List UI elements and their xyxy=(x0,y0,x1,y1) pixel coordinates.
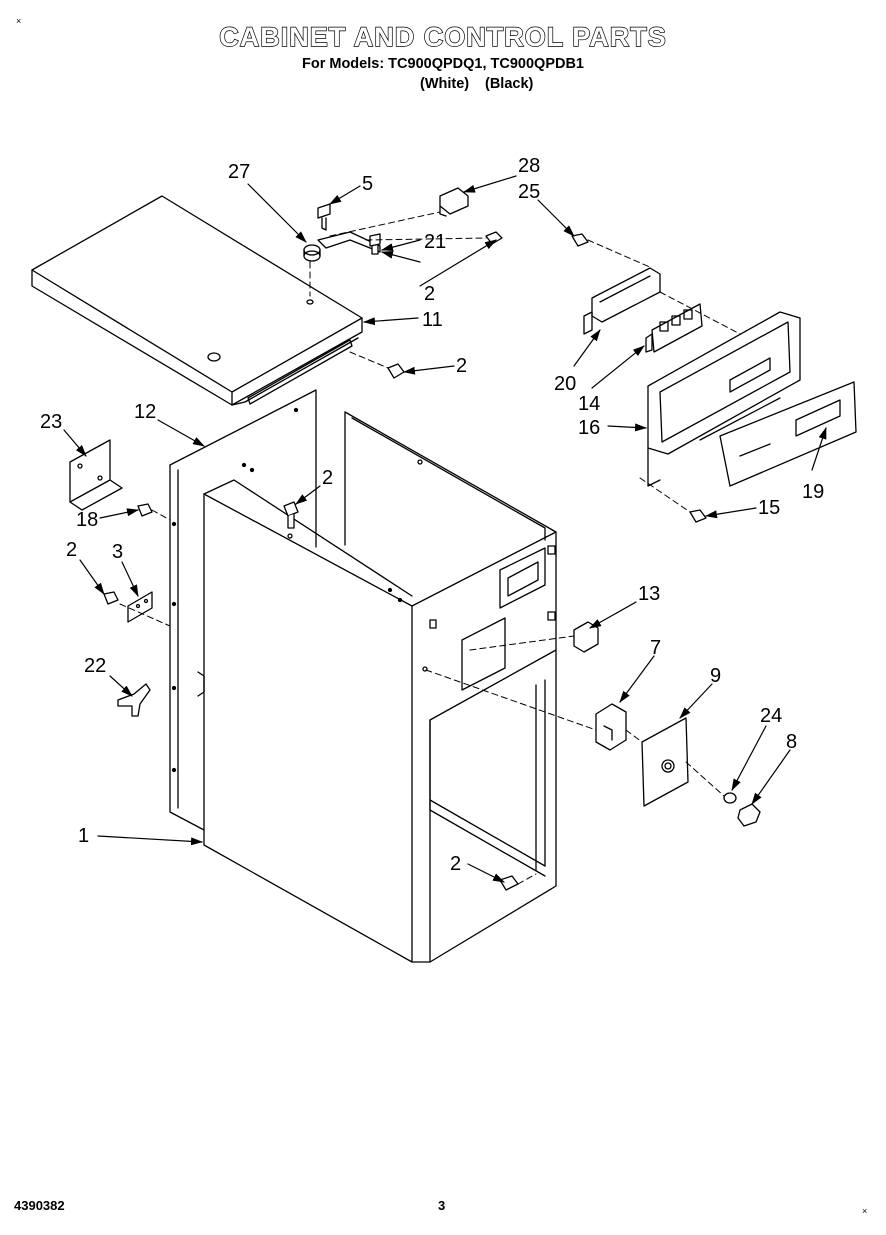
document-number: 4390382 xyxy=(14,1198,65,1213)
callout-5: 5 xyxy=(362,173,373,195)
plug-27-part xyxy=(303,244,321,262)
clip-22-part xyxy=(117,683,151,717)
hinge-28-part xyxy=(439,187,469,217)
callout-2d: 2 xyxy=(66,539,77,561)
callout-19: 19 xyxy=(802,481,824,503)
console-16-part xyxy=(647,311,801,487)
callout-15: 15 xyxy=(758,497,780,519)
callout-2b: 2 xyxy=(456,355,467,377)
callout-22: 22 xyxy=(84,655,106,677)
back-panel-part xyxy=(169,389,317,831)
callout-1: 1 xyxy=(78,825,89,847)
callout-13: 13 xyxy=(638,583,660,605)
callout-2c: 2 xyxy=(322,467,333,489)
screws xyxy=(103,203,707,891)
callout-23: 23 xyxy=(40,411,62,433)
bracket-23-part xyxy=(69,439,123,511)
callout-8: 8 xyxy=(786,731,797,753)
page-number: 3 xyxy=(438,1198,446,1213)
callout-16: 16 xyxy=(578,417,600,439)
callout-24: 24 xyxy=(760,705,782,727)
color-black-label: (Black) xyxy=(485,76,534,92)
callout-28: 28 xyxy=(518,155,540,177)
top-lid-part xyxy=(31,195,363,406)
callout-25: 25 xyxy=(518,181,540,203)
model-subtitle: For Models: TC900QPDQ1, TC900QPDB1 xyxy=(301,56,584,72)
page-title: CABINET AND CONTROL PARTS xyxy=(219,21,667,52)
cabinet-body-part xyxy=(203,411,557,963)
washer-24-part xyxy=(723,792,737,804)
plate-9-part xyxy=(641,717,689,807)
corner-mark-bottom: × xyxy=(862,1206,868,1216)
bracket-20-part xyxy=(583,267,661,335)
leader-arrows xyxy=(63,175,827,883)
callout-labels: 27 5 28 25 21 2 11 2 20 14 16 19 15 23 1… xyxy=(40,155,824,875)
color-white-label: (White) xyxy=(420,76,470,92)
callout-21: 21 xyxy=(424,231,446,253)
callout-11: 11 xyxy=(422,309,443,331)
switch-13-part xyxy=(573,621,599,653)
knob-8-part xyxy=(737,803,761,827)
callout-12: 12 xyxy=(134,401,156,423)
callout-20: 20 xyxy=(554,373,576,395)
callout-2a: 2 xyxy=(424,283,435,305)
callout-3: 3 xyxy=(112,541,123,563)
corner-mark-top: × xyxy=(16,16,22,26)
callout-18: 18 xyxy=(76,509,98,531)
callout-9: 9 xyxy=(710,665,721,687)
callout-7: 7 xyxy=(650,637,661,659)
callout-2e: 2 xyxy=(450,853,461,875)
assembly-lines xyxy=(119,211,741,885)
overlay-19-part xyxy=(719,381,857,487)
callout-27: 27 xyxy=(228,161,250,183)
timer-7-part xyxy=(595,703,627,751)
callout-14: 14 xyxy=(578,393,600,415)
bracket-3-part xyxy=(127,591,153,623)
switch-14-part xyxy=(645,303,703,353)
